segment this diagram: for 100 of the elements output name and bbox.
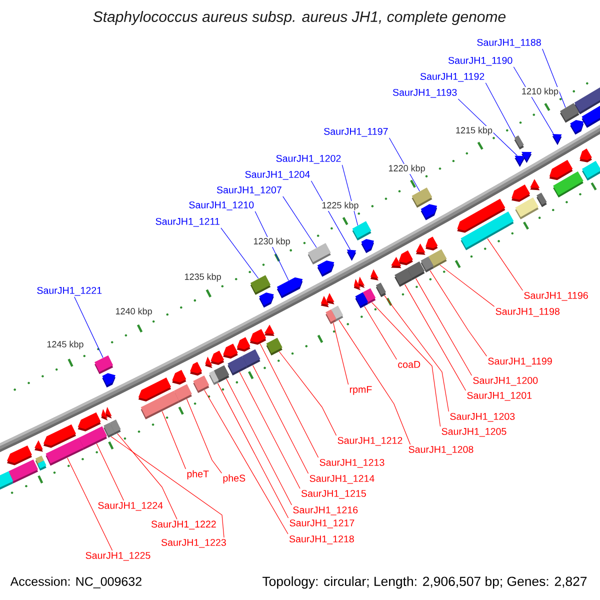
gene-label: SaurJH1_1225 — [86, 552, 150, 561]
gene-label: SaurJH1_1216 — [293, 506, 358, 516]
gene-label: SaurJH1_1199 — [488, 358, 552, 366]
scale-label: 1215 kbp — [454, 126, 494, 136]
gene-block — [308, 243, 331, 264]
gene-pentagon — [7, 445, 32, 466]
gene-label: SaurJH1_1188 — [477, 38, 541, 48]
scale-label: 1210 kbp — [520, 87, 560, 97]
gene-label: SaurJH1_1213 — [320, 458, 384, 468]
gene-label: SaurJH1_1201 — [467, 392, 532, 401]
leader-line — [282, 196, 317, 248]
leader-line — [430, 270, 487, 356]
gene-triangle — [101, 408, 108, 420]
scale-label: 1235 kbp — [184, 272, 222, 282]
scale-label: 1220 kbp — [388, 164, 426, 174]
gene-pentagon — [317, 260, 334, 277]
gene-label: SaurJH1_1190 — [448, 56, 512, 66]
gene-triangle — [34, 440, 43, 452]
gene-label: SaurJH1_1196 — [524, 292, 588, 301]
leader-line — [384, 295, 449, 412]
leader-line — [458, 98, 518, 156]
gene-label: SaurJH1_1207 — [216, 186, 282, 196]
gene-block — [250, 275, 271, 295]
leader-line — [252, 365, 309, 474]
title: Staphylococcus aureus subsp. aureus JH1, complete genome — [93, 11, 506, 25]
leader-line — [487, 238, 523, 291]
gene-label: SaurJH1_1215 — [301, 490, 366, 499]
footer-text: Topology: circular; Length: 2,906,507 bp; Genes: 2,827 — [262, 576, 587, 589]
leader-line — [96, 443, 124, 501]
leader-line — [74, 296, 104, 358]
leader-line — [372, 302, 441, 427]
gene-label: SaurJH1_1221 — [37, 286, 102, 296]
gene-label: SaurJH1_1224 — [98, 502, 163, 511]
gene-pentagon — [236, 337, 250, 352]
gene-label: rpmF — [350, 386, 372, 395]
gene-block — [209, 370, 219, 385]
gene-label: SaurJH1_1203 — [450, 412, 515, 422]
leader-line — [364, 306, 397, 360]
gene-label: coaD — [398, 361, 420, 368]
leader-line — [67, 458, 113, 551]
gene-block — [514, 135, 524, 150]
leader-line — [333, 322, 349, 385]
scale-label: 1245 kbp — [46, 340, 85, 350]
gene-triangle — [320, 296, 329, 308]
leader-line — [220, 228, 259, 279]
gene-pentagon — [580, 148, 592, 162]
gene-label: SaurJH1_1222 — [151, 520, 216, 530]
gene-pentagon — [549, 160, 573, 180]
gene-block — [355, 292, 368, 308]
gene-block — [94, 355, 114, 374]
gene-label: SaurJH1_1198 — [496, 308, 560, 317]
scale-label: 1225 kbp — [320, 201, 360, 211]
leader-line — [260, 343, 319, 458]
gene-pentagon — [43, 424, 76, 448]
leader-line — [416, 278, 472, 376]
leader-line — [278, 351, 337, 436]
gene-block — [228, 356, 248, 376]
gene-label: SaurJH1_1210 — [189, 201, 254, 210]
gene-label: SaurJH1_1205 — [442, 428, 506, 437]
gene-pentagon — [276, 277, 303, 298]
gene-label: SaurJH1_1214 — [310, 474, 374, 484]
gene-pentagon — [223, 344, 238, 359]
gene-pentagon — [426, 236, 438, 250]
gene-label: SaurJH1_1200 — [473, 376, 538, 386]
gene-label: SaurJH1_1217 — [290, 519, 354, 528]
leader-line — [485, 82, 516, 138]
gene-triangle — [346, 250, 356, 261]
gene-label: SaurJH1_1192 — [420, 72, 484, 82]
leader-line — [440, 264, 495, 307]
gene-triangle — [552, 134, 562, 146]
leader-line — [239, 372, 300, 489]
gene-block — [394, 268, 412, 287]
gene-label: SaurJH1_1202 — [276, 154, 341, 164]
leader-line — [217, 383, 289, 518]
leader-line — [542, 48, 566, 108]
gene-label: SaurJH1_1212 — [338, 436, 402, 446]
gene-triangle — [416, 244, 426, 255]
gene-triangle — [530, 179, 540, 190]
gene-pentagon — [259, 292, 274, 308]
gene-pentagon — [190, 362, 202, 376]
gene-triangle — [391, 256, 402, 268]
leader-line — [404, 284, 466, 391]
gene-pentagon — [138, 378, 172, 402]
gene-block — [582, 160, 600, 181]
gene-triangle — [354, 278, 361, 290]
gene-label: pheT — [187, 470, 209, 480]
gene-pentagon — [570, 120, 584, 135]
leader-line — [162, 411, 186, 470]
gene-block — [376, 282, 386, 298]
gene-block — [266, 338, 282, 356]
leader-line — [226, 378, 292, 506]
gene-triangle — [370, 269, 378, 281]
gene-label: pheS — [223, 474, 246, 484]
gene-label: SaurJH1_1204 — [245, 170, 310, 180]
leader-line — [204, 390, 288, 534]
gene-block — [38, 460, 46, 471]
leader-line — [338, 320, 411, 445]
gene-pentagon — [102, 373, 116, 388]
gene-triangle — [326, 292, 334, 304]
gene-triangle — [264, 324, 274, 336]
